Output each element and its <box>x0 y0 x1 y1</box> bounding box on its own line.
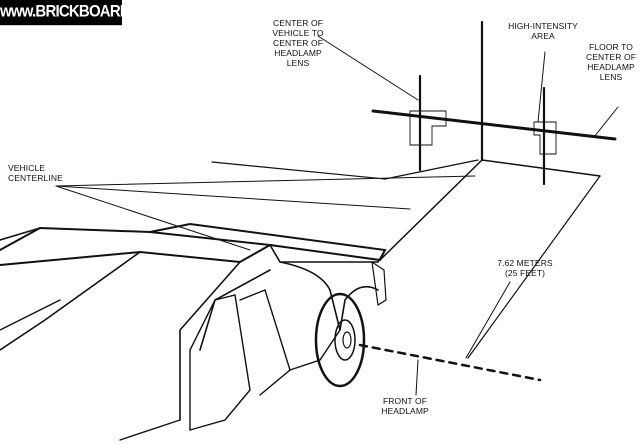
leader-front-headlamp <box>415 359 419 396</box>
front-wheel-hub <box>334 319 356 361</box>
label-floor-to-center: FLOOR TO CENTER OF HEADLAMP LENS <box>585 42 636 82</box>
floor-left-edge <box>379 159 483 261</box>
centerline-ray-3 <box>55 175 476 187</box>
label-front-of-headlamp: FRONT OF HEADLAMP <box>381 396 429 416</box>
car-roof <box>0 226 274 266</box>
leader-high-intensity <box>537 51 546 123</box>
label-high-intensity: HIGH-INTENSITY AREA <box>508 21 578 41</box>
label-distance: 7.62 METERS (25 FEET) <box>497 258 553 278</box>
car-window <box>189 294 251 431</box>
leader-center-vehicle <box>317 35 419 101</box>
centerline-ray-2 <box>384 159 479 180</box>
car-hood-crease <box>0 251 141 351</box>
car-front <box>269 244 386 263</box>
wall-floor-edge <box>481 159 601 177</box>
front-wheel <box>314 292 366 388</box>
left-high-intensity-area <box>409 110 447 146</box>
car-side <box>0 227 271 421</box>
centerline-ray-1 <box>211 161 386 180</box>
car-hood <box>149 222 387 262</box>
leader-floor <box>593 106 619 138</box>
car-window-inner <box>239 289 291 396</box>
car-grille <box>371 260 387 306</box>
label-vehicle-centerline: VEHICLE CENTERLINE <box>8 163 63 183</box>
car-lower-body <box>0 299 341 441</box>
floor-right-edge <box>467 175 601 359</box>
car-fender <box>279 261 379 331</box>
brickboard-watermark: www.BRICKBOARD.com <box>0 0 163 26</box>
front-wheel-cap <box>342 331 352 349</box>
right-high-intensity-area <box>533 121 557 155</box>
headlamp-height-line <box>371 109 617 141</box>
leader-distance <box>465 281 511 359</box>
label-center-vehicle: CENTER OF VEHICLE TO CENTER OF HEADLAMP … <box>272 18 324 68</box>
centerline-ray-4 <box>55 185 411 210</box>
front-headlamp-dashed-line <box>358 343 542 382</box>
